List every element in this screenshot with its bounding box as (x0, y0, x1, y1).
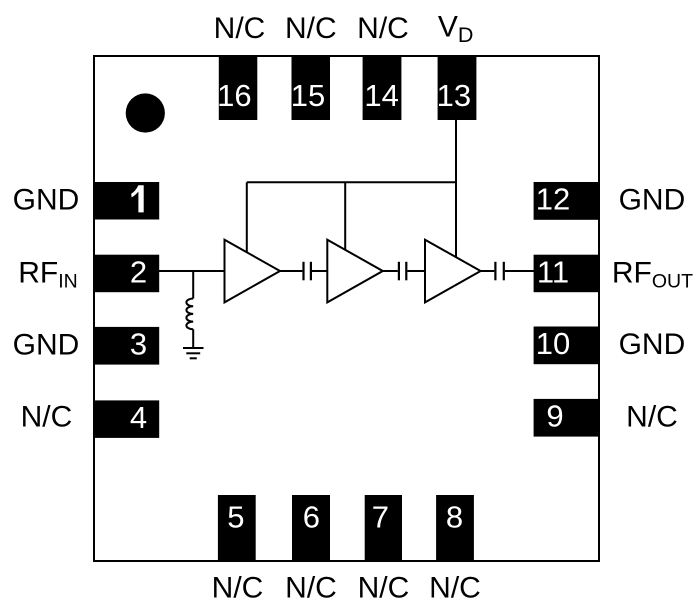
svg-text:9: 9 (546, 399, 563, 434)
svg-text:4: 4 (130, 400, 147, 435)
svg-text:8: 8 (446, 500, 463, 535)
svg-text:2: 2 (130, 254, 147, 289)
svg-text:N/C: N/C (357, 12, 409, 45)
svg-text:10: 10 (536, 326, 570, 361)
svg-text:N/C: N/C (285, 572, 337, 605)
svg-text:16: 16 (217, 78, 251, 113)
svg-text:GND: GND (619, 184, 686, 217)
svg-text:GND: GND (619, 328, 686, 361)
svg-text:N/C: N/C (21, 401, 73, 434)
svg-text:6: 6 (303, 500, 320, 535)
svg-text:GND: GND (13, 329, 80, 362)
svg-text:14: 14 (364, 78, 398, 113)
svg-text:GND: GND (13, 183, 80, 216)
svg-text:N/C: N/C (212, 572, 264, 605)
svg-text:7: 7 (372, 500, 389, 535)
svg-text:12: 12 (536, 182, 570, 217)
svg-text:N/C: N/C (626, 401, 678, 434)
svg-text:N/C: N/C (429, 572, 481, 605)
svg-text:5: 5 (227, 500, 244, 535)
svg-text:11: 11 (537, 254, 569, 289)
svg-text:3: 3 (130, 327, 147, 362)
svg-text:N/C: N/C (214, 12, 266, 45)
svg-text:RFIN: RFIN (18, 256, 78, 292)
svg-text:N/C: N/C (285, 12, 337, 45)
svg-text:N/C: N/C (358, 572, 410, 605)
svg-text:15: 15 (291, 78, 325, 113)
svg-text:13: 13 (437, 78, 471, 113)
